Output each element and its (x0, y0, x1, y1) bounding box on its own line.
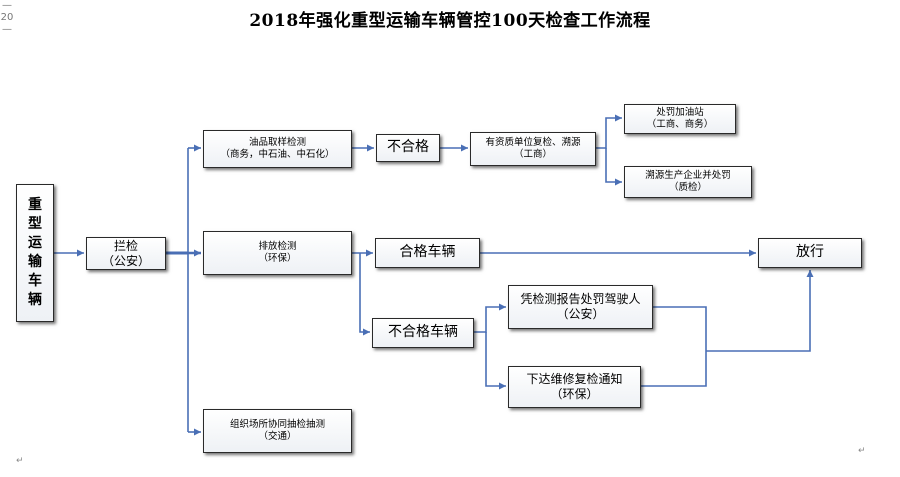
node-oil-fail: 不合格 (376, 134, 440, 162)
vehicle-char: 型 (28, 216, 42, 232)
vehicle-char: 重 (28, 197, 42, 213)
vehicle-char: 辆 (28, 292, 42, 308)
node-release: 放行 (758, 238, 862, 268)
node-intercept-dept: （公安） (101, 253, 150, 268)
node-trace-manufacturer-label: 溯源生产企业并处罚 (645, 170, 731, 182)
node-pass-vehicle-label: 合格车辆 (399, 244, 456, 261)
recheck-branch-lower (605, 148, 622, 186)
page-number: —20— (0, 0, 14, 35)
vehicle-char: 输 (28, 254, 42, 270)
node-release-label: 放行 (796, 244, 824, 261)
node-oil-test-dept: （商务，中石油、中石化） (220, 149, 335, 160)
node-intercept: 拦检 （公安） (86, 237, 166, 270)
arrow-emission-to-fail (359, 253, 370, 336)
node-penalize-station: 处罚加油站 （工商、商务） (624, 104, 736, 134)
node-emission-test: 排放检测 （环保） (203, 231, 352, 275)
node-recheck-label: 有资质单位复检、溯源 (485, 137, 581, 149)
vehicle-char: 运 (28, 235, 42, 251)
node-pass-vehicle: 合格车辆 (375, 238, 480, 268)
node-repair-notice: 下达维修复检通知 （环保） (508, 366, 641, 408)
node-emission-test-label: 排放检测 (258, 241, 297, 253)
paragraph-mark: ↵ (16, 456, 24, 466)
fine-to-merge (653, 306, 707, 351)
node-recheck-dept: （工商） (513, 149, 552, 160)
node-oil-test: 油品取样检测 （商务，中石油、中石化） (203, 130, 352, 168)
node-trace-manufacturer-dept: （质检） (668, 182, 707, 193)
node-recheck: 有资质单位复检、溯源 （工商） (470, 132, 596, 166)
paragraph-mark: ↵ (858, 446, 866, 456)
node-heavy-vehicle: 重 型 运 输 车 辆 (16, 184, 54, 322)
node-repair-notice-dept: （环保） (550, 387, 599, 401)
node-penalize-station-dept: （工商、商务） (646, 119, 714, 130)
recheck-branch (596, 114, 622, 149)
node-trace-manufacturer: 溯源生产企业并处罚 （质检） (624, 166, 752, 198)
node-oil-fail-label: 不合格 (387, 139, 429, 156)
node-site-check-label: 组织场所协同抽检抽测 (229, 419, 325, 431)
node-emission-test-dept: （环保） (258, 253, 297, 264)
vehicle-char: 车 (28, 273, 42, 289)
node-fail-vehicle-label: 不合格车辆 (388, 324, 458, 341)
node-repair-notice-label: 下达维修复检通知 (526, 372, 623, 386)
fail-branch-upper (474, 303, 506, 333)
repair-to-merge (641, 351, 707, 387)
page-title: 2018年强化重型运输车辆管控100天检查工作流程 (249, 11, 651, 31)
fail-branch-lower (485, 332, 506, 390)
node-fine-driver-label: 凭检测报告处罚驾驶人 (520, 292, 641, 306)
node-intercept-label: 拦检 (113, 238, 138, 253)
node-penalize-station-label: 处罚加油站 (656, 107, 704, 119)
node-oil-test-label: 油品取样检测 (248, 137, 306, 149)
merge-to-release (706, 270, 814, 352)
node-fail-vehicle: 不合格车辆 (372, 318, 474, 348)
node-site-check: 组织场所协同抽检抽测 （交通） (203, 409, 352, 453)
node-site-check-dept: （交通） (258, 431, 297, 442)
node-fine-driver: 凭检测报告处罚驾驶人 （公安） (508, 285, 653, 329)
node-fine-driver-dept: （公安） (556, 307, 605, 321)
